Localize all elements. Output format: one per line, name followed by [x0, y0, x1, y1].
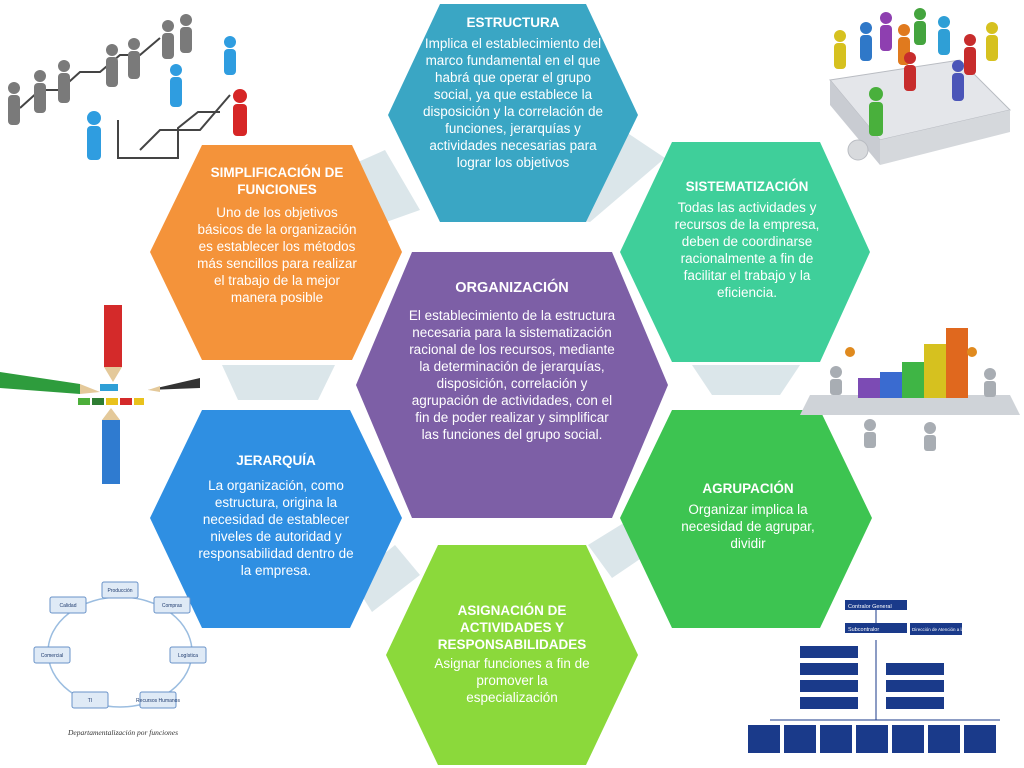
cycle-node-label: Logística [178, 653, 198, 659]
hex-organizacion-text: ORGANIZACIÓN El establecimiento de la es… [408, 280, 616, 443]
cycle-node [101, 581, 139, 599]
cycle-node [153, 596, 191, 614]
jerarquia-title: JERARQUÍA [236, 453, 316, 468]
hex-sistematizacion-text: SISTEMATIZACIÓN Todas las actividades y … [664, 178, 830, 301]
hex-simplificacion-text: SIMPLIFICACIÓN DE FUNCIONES Uno de los o… [197, 164, 357, 306]
hex-jerarquia-text: JERARQUÍA La organización, como estructu… [193, 452, 359, 579]
cycle-node-label: Comercial [41, 653, 64, 659]
simplificacion-title: SIMPLIFICACIÓN DE FUNCIONES [210, 165, 344, 197]
cycle-node [33, 646, 71, 664]
hex-organizacion [356, 252, 668, 518]
hex-estructura [388, 4, 638, 222]
connector-asignacion-jerarquia [352, 545, 420, 612]
cycle-node-label: Compras [162, 603, 183, 609]
agrupacion-body: Organizar implica la necesidad de agrupa… [681, 502, 815, 551]
cycle-caption: Departamentalización por funciones [67, 728, 178, 737]
organizacion-body: El establecimiento de la estructura nece… [408, 308, 616, 442]
hex-asignacion-text: ASIGNACIÓN DE ACTIVIDADES Y RESPONSABILI… [430, 602, 594, 706]
cycle-node-label: Producción [107, 588, 132, 594]
org-chart-illustration: Contralor General Subcontralor Dirección… [748, 600, 1000, 753]
cycle-node [49, 596, 87, 614]
hex-asignacion [386, 545, 638, 765]
hex-jerarquia [150, 410, 402, 628]
connector-jerarquia-simplificacion [222, 365, 335, 400]
org-side-label: Dirección de Atención a la Ciudadanía [912, 627, 989, 632]
hex-sistematizacion [620, 142, 870, 362]
hex-agrupacion [620, 410, 872, 628]
cycle-node-label: Recursos Humanos [136, 698, 180, 704]
org-top-label: Contralor General [848, 604, 892, 610]
asignacion-title: ASIGNACIÓN DE ACTIVIDADES Y RESPONSABILI… [437, 603, 587, 652]
jerarquia-body: La organización, como estructura, origin… [198, 478, 354, 578]
sistematizacion-body: Todas las actividades y recursos de la e… [674, 200, 820, 300]
cycle-node-label: Calidad [60, 603, 77, 609]
organizacion-title: ORGANIZACIÓN [455, 280, 569, 296]
pencils-illustration [0, 305, 200, 484]
hex-agrupacion-text: AGRUPACIÓN Organizar implica la necesida… [676, 480, 820, 552]
puzzle-people-illustration [829, 8, 1011, 165]
org-second-label: Subcontralor [848, 627, 879, 633]
meeting-chart-illustration [800, 328, 1020, 451]
cycle-node [139, 691, 177, 709]
people-hierarchy-illustration [8, 14, 247, 160]
estructura-body: Implica el establecimiento del marco fun… [422, 36, 604, 170]
cycle-node-label: TI [88, 698, 92, 704]
sistematizacion-title: SISTEMATIZACIÓN [685, 179, 809, 194]
hex-simplificacion [150, 145, 402, 360]
cycle-node [169, 646, 207, 664]
simplificacion-body: Uno de los objetivos básicos de la organ… [197, 205, 357, 305]
cycle-node [71, 691, 109, 709]
hex-estructura-text: ESTRUCTURA Implica el establecimiento de… [418, 14, 608, 171]
connector-sistematizacion-agrupacion [692, 365, 800, 395]
estructura-title: ESTRUCTURA [466, 15, 560, 30]
asignacion-body: Asignar funciones a fin de promover la e… [434, 656, 590, 705]
agrupacion-title: AGRUPACIÓN [702, 481, 794, 496]
